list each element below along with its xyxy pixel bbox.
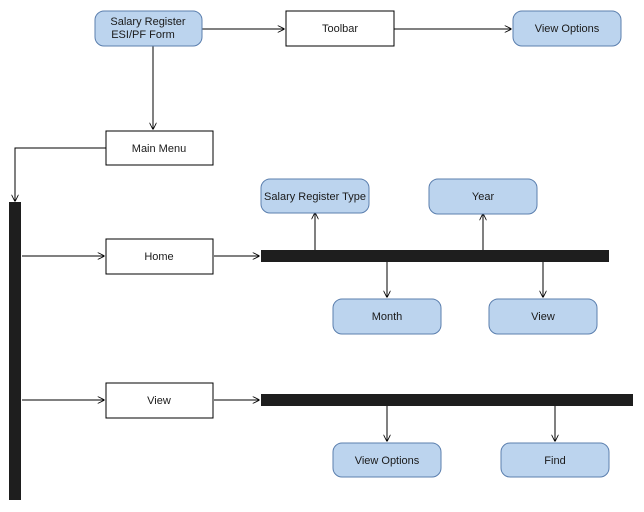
node-view-label: View xyxy=(147,395,171,407)
node-view-home-label: View xyxy=(531,311,555,323)
node-salary-register-type-label: Salary Register Type xyxy=(264,191,366,203)
node-view-options-bottom[interactable]: View Options xyxy=(332,442,442,478)
node-month[interactable]: Month xyxy=(332,298,442,335)
node-year[interactable]: Year xyxy=(428,178,538,215)
node-home[interactable]: Home xyxy=(105,238,214,275)
node-find[interactable]: Find xyxy=(500,442,610,478)
fork-bar-home xyxy=(261,250,609,262)
node-view-options-top-label: View Options xyxy=(535,23,600,35)
fork-bar-view xyxy=(261,394,633,406)
node-salary-register-label-1: Salary Register xyxy=(110,16,186,28)
node-toolbar[interactable]: Toolbar xyxy=(285,10,395,47)
node-view-options-top[interactable]: View Options xyxy=(512,10,622,47)
node-home-label: Home xyxy=(144,251,173,263)
node-find-label: Find xyxy=(544,455,565,467)
node-view-options-bottom-label: View Options xyxy=(355,455,420,467)
fork-bar-vertical xyxy=(9,202,21,500)
node-year-label: Year xyxy=(472,191,495,203)
node-view[interactable]: View xyxy=(105,382,214,419)
node-view-home[interactable]: View xyxy=(488,298,598,335)
node-toolbar-label: Toolbar xyxy=(322,23,358,35)
node-salary-register[interactable]: Salary Register ESI/PF Form xyxy=(94,10,203,47)
node-main-menu-label: Main Menu xyxy=(132,143,186,155)
node-month-label: Month xyxy=(372,311,403,323)
node-salary-register-type[interactable]: Salary Register Type xyxy=(260,178,370,214)
node-main-menu[interactable]: Main Menu xyxy=(105,130,214,166)
node-salary-register-label-2: ESI/PF Form xyxy=(111,29,175,41)
edge-main-menu-to-fork xyxy=(15,147,106,201)
